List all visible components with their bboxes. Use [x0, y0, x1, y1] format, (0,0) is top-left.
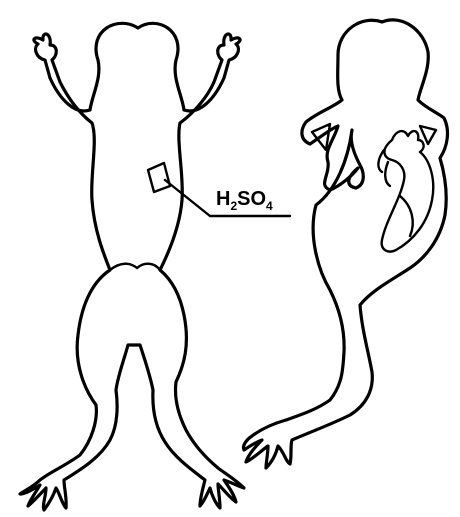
right-frog-foot-lines [400, 196, 413, 236]
acid-paper-square [148, 163, 170, 192]
right-frog-bent-leg [382, 131, 434, 251]
right-frog [243, 20, 447, 468]
chemical-label: H2SO4 [216, 188, 273, 213]
left-frog-inner-line [110, 264, 160, 270]
right-frog-outline [243, 20, 447, 468]
left-frog-outline [20, 23, 244, 510]
